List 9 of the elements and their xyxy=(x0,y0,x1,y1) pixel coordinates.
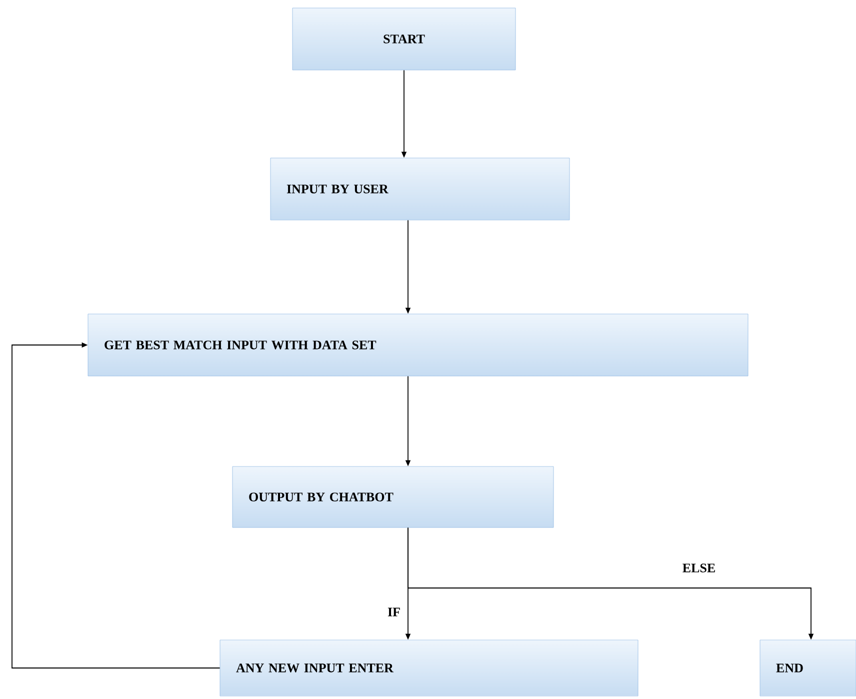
edge-label: ELSE xyxy=(681,562,717,574)
process-box: GET BEST MATCH INPUT WITH DATA SET xyxy=(88,314,748,376)
terminal-box: END xyxy=(760,640,856,696)
process-box: INPUT BY USER xyxy=(270,158,570,220)
process-box: ANY NEW INPUT ENTER xyxy=(220,640,638,696)
process-box: OUTPUT BY CHATBOT xyxy=(232,466,554,528)
terminal-box: START xyxy=(292,8,516,70)
edge-label: IF xyxy=(386,606,402,618)
arrow xyxy=(12,342,220,668)
